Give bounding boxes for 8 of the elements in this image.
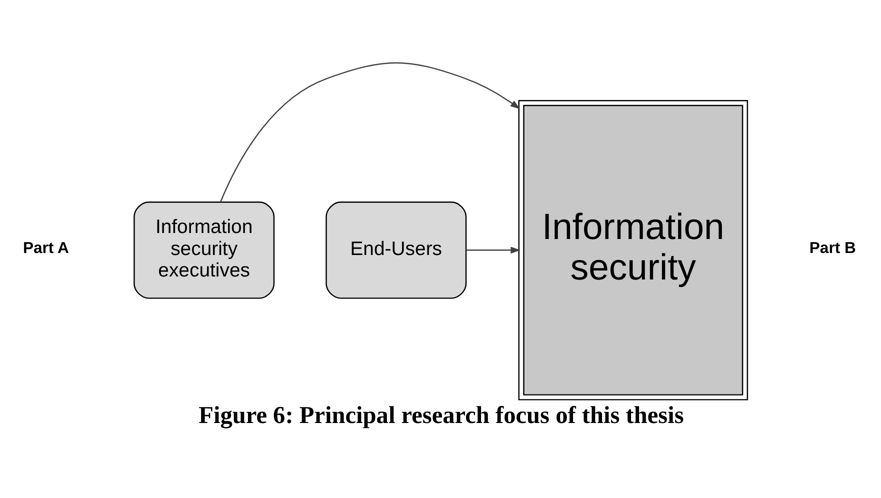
label: Part B — [809, 240, 856, 257]
label: Part A — [22, 240, 69, 257]
arrow — [466, 246, 520, 254]
node-box: Information security executives — [134, 201, 275, 298]
arrow — [220, 62, 520, 202]
node-box: End-Users — [326, 201, 467, 298]
caption: Figure 6: Principal research focus of this thesis — [198, 401, 684, 428]
node-box: Information security — [518, 100, 748, 400]
